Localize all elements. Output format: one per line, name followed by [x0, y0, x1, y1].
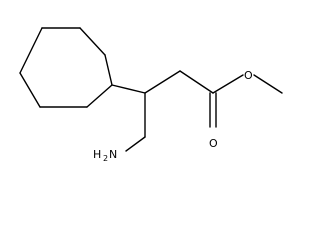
bond-carbonyl-to-o [212, 74, 244, 94]
ring-bond-7 [19, 27, 43, 74]
bond-ch2n-to-n [125, 136, 146, 152]
amine-h-label: H [93, 148, 101, 161]
bond-ch-to-ch2 [144, 70, 181, 94]
ring-bond-4 [86, 84, 113, 108]
amine-subscript-label: 2 [103, 154, 108, 163]
bond-ch2-to-carbonyl [179, 70, 214, 94]
ring-bond-3 [104, 54, 113, 86]
cycloheptane-ring [19, 27, 113, 108]
structure-diagram: O O H 2 N [19, 27, 283, 163]
ester-oxygen-label: O [244, 69, 253, 82]
bond-ring-to-ch [111, 84, 146, 94]
bond-o-to-methyl [253, 74, 283, 94]
ring-bond-2 [79, 27, 106, 56]
ring-bond-6 [19, 72, 41, 108]
amine-n-label: N [109, 148, 117, 161]
carbonyl-oxygen-label: O [209, 137, 218, 150]
